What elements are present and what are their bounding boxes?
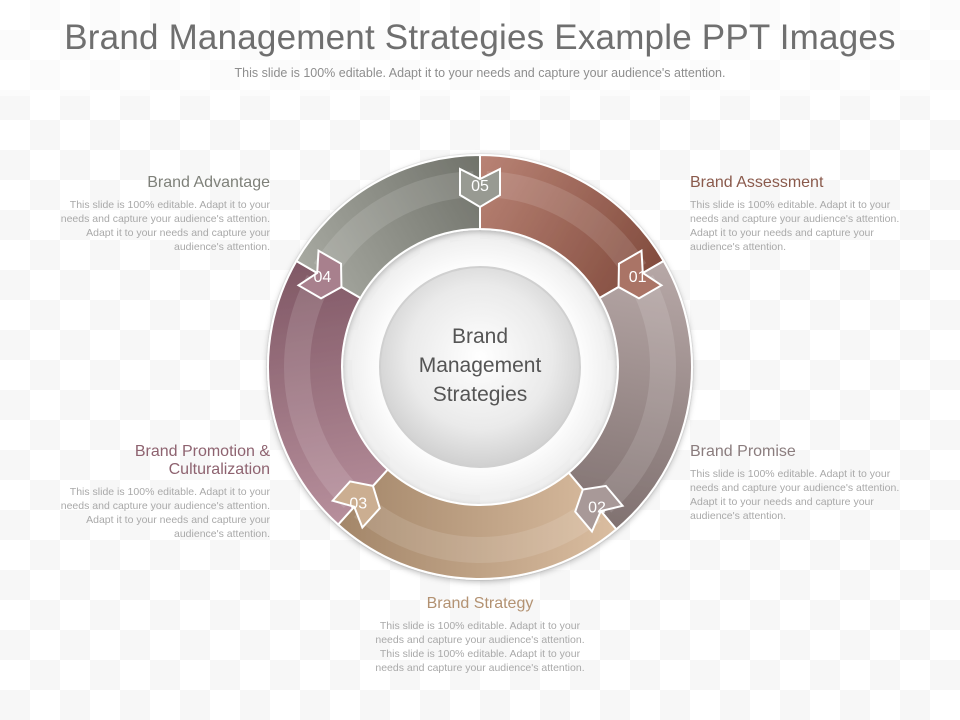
brand-assessment-title: Brand Assessment (690, 174, 824, 191)
brand-assessment-text: This slide is 100% editable. Adapt it to… (690, 199, 900, 253)
slide-title: Brand Management Strategies Example PPT … (64, 18, 896, 57)
hub-line-3: Strategies (433, 383, 528, 406)
ring-segment-band-02 (593, 274, 676, 513)
brand-promotion-title: Brand Promotion & Culturalization (40, 443, 270, 479)
segment-number-04: 04 (313, 269, 331, 286)
ring-segment-band-04 (284, 274, 363, 508)
ring-segment-03 (336, 468, 618, 580)
brand-strategy-title: Brand Strategy (426, 595, 534, 612)
segment-number-02: 02 (588, 499, 606, 516)
segment-tab-02 (574, 484, 625, 534)
brand-promotion-title-line-2: Culturalization (168, 461, 270, 478)
brand-promotion-title-line-1: Brand Promotion & (134, 443, 270, 460)
center-hub (379, 266, 581, 468)
brand-promise-text: This slide is 100% editable. Adapt it to… (690, 468, 900, 522)
slide-subtitle: This slide is 100% editable. Adapt it to… (234, 66, 726, 80)
brand-advantage-text: This slide is 100% editable. Adapt it to… (60, 199, 270, 253)
segment-number-03: 03 (349, 495, 367, 512)
brand-strategy-text: This slide is 100% editable. Adapt it to… (375, 620, 585, 674)
segment-tab-01 (617, 249, 664, 300)
ring-segment-band-03 (354, 497, 601, 563)
brand-promise-block: Brand Promise This slide is 100% editabl… (690, 443, 920, 523)
ring-segment-band-01 (485, 171, 647, 278)
brand-promotion-text: This slide is 100% editable. Adapt it to… (60, 486, 270, 540)
segment-tab-03 (330, 480, 381, 530)
brand-assessment-block: Brand Assessment This slide is 100% edit… (690, 174, 920, 254)
brand-advantage-block: Brand Advantage This slide is 100% edita… (40, 174, 270, 254)
segment-tab-05 (459, 167, 501, 209)
brand-advantage-title: Brand Advantage (147, 174, 270, 191)
segment-tab-04 (296, 249, 343, 300)
segment-number-01: 01 (629, 269, 647, 286)
brand-strategy-block: Brand Strategy This slide is 100% editab… (365, 595, 595, 675)
header-band (0, 0, 960, 96)
ring-segment-band-05 (313, 171, 475, 278)
brand-promise-title: Brand Promise (690, 443, 796, 460)
segment-number-05: 05 (471, 178, 489, 195)
hub-line-1: Brand (452, 325, 508, 348)
hub-line-2: Management (419, 354, 542, 377)
brand-promotion-block: Brand Promotion & Culturalization This s… (40, 443, 270, 541)
